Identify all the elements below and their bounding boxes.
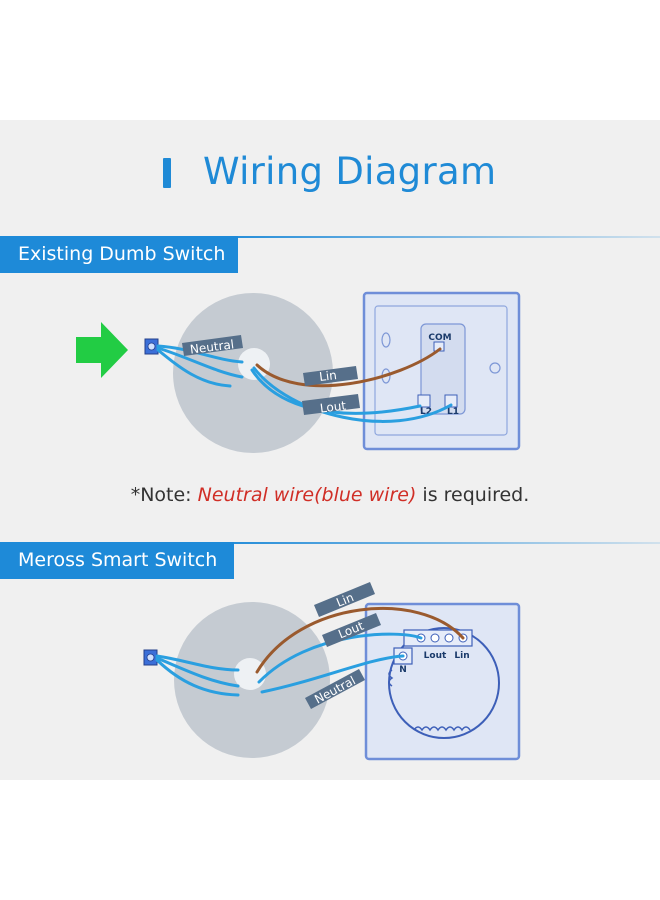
neutral-wire-note: *Note: Neutral wire(blue wire) is requir… [0, 484, 660, 506]
terminal-label-lout: Lout [424, 651, 447, 661]
terminal-label-com: COM [428, 333, 451, 343]
wire-tag-neutral: Neutral [182, 335, 243, 357]
wire-tag-lout: Lout [302, 394, 360, 416]
existing-switch-diagram: COM L2 L1 Neutral Lin Lout [76, 291, 521, 453]
note-prefix: *Note: [130, 484, 198, 506]
wire-tag-lin: Lin [314, 582, 375, 617]
terminal-label-l1: L1 [447, 407, 459, 417]
terminal-label-n: N [399, 665, 407, 675]
note-emphasis: Neutral wire(blue wire) [197, 484, 417, 506]
section-label-smart: Meross Smart Switch [0, 542, 234, 579]
smart-switch-plate [364, 602, 521, 761]
svg-text:Lin: Lin [334, 590, 356, 610]
terminal-label-l2: L2 [420, 407, 432, 417]
title-accent-bar [163, 158, 171, 188]
section-label-existing: Existing Dumb Switch [0, 236, 238, 273]
section-divider [210, 236, 660, 238]
note-suffix: is required. [416, 484, 530, 506]
diagram-panel [0, 120, 660, 780]
svg-text:Neutral: Neutral [189, 337, 235, 356]
terminal-label-lin: Lin [454, 651, 469, 661]
dumb-switch-plate [362, 291, 521, 451]
terminal-block-icon [144, 338, 159, 355]
smart-switch-diagram: N Lout Lin Lin Lout Neutral [143, 582, 521, 761]
svg-text:Lin: Lin [318, 368, 337, 384]
wire-tag-lin: Lin [303, 366, 358, 386]
page-title: Wiring Diagram [203, 150, 497, 193]
section-divider [210, 542, 660, 544]
svg-text:Lout: Lout [319, 398, 347, 415]
right-arrow-icon [76, 322, 128, 378]
terminal-block-icon [143, 649, 158, 666]
ceiling-center [238, 348, 270, 380]
wires [155, 606, 465, 697]
